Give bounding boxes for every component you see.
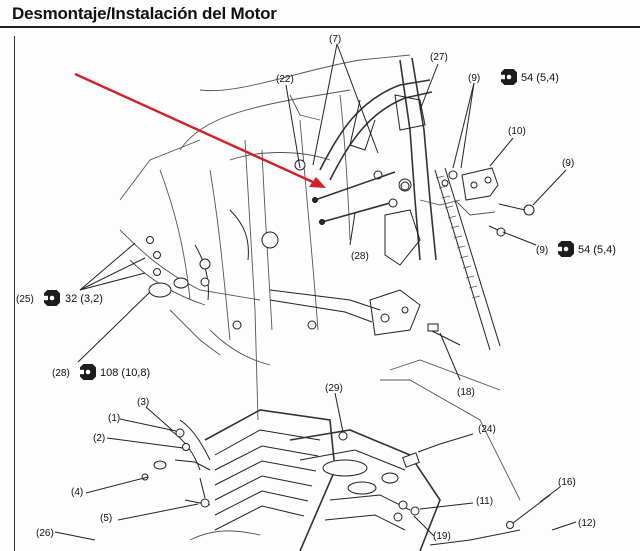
callout-27: (27): [430, 52, 448, 63]
through-bolts: [312, 171, 410, 225]
left-mount-bolts: [146, 209, 317, 330]
torque-wrench-icon: [557, 241, 574, 257]
torque-wrench-icon: [43, 290, 60, 306]
torque-wrench-icon: [79, 364, 96, 380]
drive-chain: [419, 167, 501, 351]
pointer-arrow: [74, 72, 326, 188]
callout-3: (3): [137, 397, 149, 408]
torque-54-right: 54 (5,4): [578, 244, 616, 256]
callout-24: (24): [478, 424, 496, 435]
leader-lines: [54, 43, 577, 541]
callout-2: (2): [93, 433, 105, 444]
callout-16: (16): [558, 477, 576, 488]
torque-54-top: 54 (5,4): [521, 72, 559, 84]
engine-block: [141, 323, 551, 551]
callout-22: (22): [276, 74, 294, 85]
callout-18: (18): [457, 387, 475, 398]
callout-25: (25): [16, 294, 34, 305]
page-title: Desmontaje/Instalación del Motor: [12, 4, 277, 23]
callout-29: (29): [325, 383, 343, 394]
callout-28-upper: (28): [351, 251, 369, 262]
callout-19: (19): [433, 531, 451, 542]
callout-labels: (7) (22) (27) (9) (10) (9) (9) (28) (25)…: [16, 34, 596, 542]
callout-10: (10): [508, 126, 526, 137]
callout-7: (7): [329, 34, 341, 45]
engine-bracket: [441, 167, 535, 237]
callout-12: (12): [578, 518, 596, 529]
title-rule: [0, 26, 640, 28]
torque-wrench-icon: [500, 69, 517, 85]
callout-28-lower: (28): [52, 368, 70, 379]
torque-values: 54 (5,4) 54 (5,4) 32 (3,2) 108 (10,8): [65, 72, 616, 379]
torque-108: 108 (10,8): [100, 367, 150, 379]
callout-9-top: (9): [468, 73, 480, 84]
callout-11: (11): [476, 496, 493, 507]
frame-line: [14, 36, 15, 551]
callout-9-right: (9): [562, 158, 574, 169]
callout-4: (4): [71, 487, 83, 498]
callout-26: (26): [36, 528, 54, 539]
callout-5: (5): [100, 513, 112, 524]
callout-1: (1): [108, 413, 120, 424]
torque-32: 32 (3,2): [65, 293, 103, 305]
callout-9-lower: (9): [536, 245, 548, 256]
